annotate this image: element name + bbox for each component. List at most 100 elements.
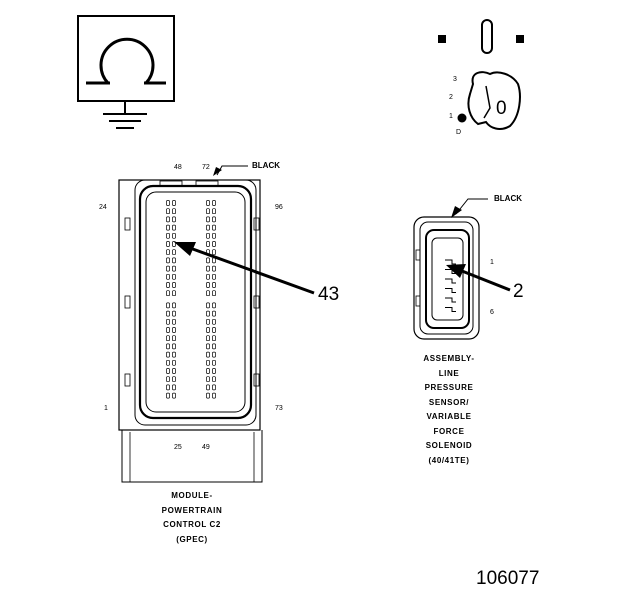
solenoid-terminal bbox=[445, 259, 456, 265]
pcm-caption-line: (GPEC) bbox=[176, 534, 208, 544]
pin-cavity bbox=[172, 200, 176, 206]
pin-cavity bbox=[172, 282, 176, 288]
pin-cavity bbox=[166, 392, 170, 399]
pin-cavity bbox=[166, 310, 170, 317]
pin-cavity bbox=[166, 216, 170, 223]
key-position-3: 3 bbox=[453, 76, 457, 83]
pin-cavity bbox=[172, 265, 176, 272]
solenoid-caption-line: LINE bbox=[438, 368, 460, 378]
pin-cavity bbox=[172, 224, 176, 231]
pin-cavity bbox=[172, 318, 176, 325]
pin-cavity bbox=[206, 216, 210, 223]
pin-cavity bbox=[206, 302, 210, 309]
pin-cavity bbox=[212, 249, 216, 256]
pin-cavity bbox=[166, 302, 170, 309]
pin-cavity bbox=[212, 273, 216, 280]
pin-cavity bbox=[166, 359, 170, 366]
pin-cavity bbox=[212, 318, 216, 325]
pin-cavity bbox=[206, 241, 210, 247]
pin-cavity bbox=[172, 310, 176, 317]
pin-cavity bbox=[166, 327, 170, 333]
pin-cavity bbox=[212, 392, 216, 399]
pin-cavity bbox=[212, 290, 216, 297]
pcm-caption: MODULE- POWERTRAIN CONTROL C2 (GPEC) bbox=[142, 489, 242, 547]
pin-cavity bbox=[212, 302, 216, 309]
solenoid-terminal bbox=[445, 269, 456, 274]
pin-cavity bbox=[172, 392, 176, 399]
pin-cavity bbox=[172, 216, 176, 223]
pin-cavity bbox=[206, 282, 210, 288]
pin-cavity bbox=[166, 241, 170, 247]
key-position-2: 2 bbox=[449, 94, 453, 101]
pin-cavity bbox=[206, 290, 210, 297]
pin-cavity bbox=[166, 343, 170, 350]
solenoid-terminal bbox=[445, 288, 456, 293]
pcm-pin-grid bbox=[166, 200, 216, 399]
pin-cavity bbox=[212, 368, 216, 374]
pin-cavity bbox=[172, 302, 176, 309]
pin-cavity bbox=[206, 392, 210, 399]
omega-ground-icon bbox=[77, 15, 175, 129]
pin-cavity bbox=[166, 376, 170, 383]
solenoid-caption-line: FORCE bbox=[433, 426, 465, 436]
pin-cavity bbox=[206, 257, 210, 264]
pin-cavity bbox=[212, 384, 216, 391]
pin-cavity bbox=[206, 335, 210, 342]
pin-cavity bbox=[206, 368, 210, 374]
figure-number: 106077 bbox=[476, 568, 540, 589]
pcm-pin-49: 49 bbox=[202, 444, 210, 451]
pin-cavity bbox=[212, 232, 216, 239]
pin-cavity bbox=[172, 241, 176, 247]
pin-cavity bbox=[206, 224, 210, 231]
pin-cavity bbox=[206, 327, 210, 333]
solenoid-pin-1: 1 bbox=[490, 259, 494, 266]
pin-cavity bbox=[166, 200, 170, 206]
pin-cavity bbox=[172, 249, 176, 256]
pin-cavity bbox=[212, 282, 216, 288]
solenoid-caption-line: (40/41TE) bbox=[428, 455, 470, 465]
solenoid-caption: ASSEMBLY- LINE PRESSURE SENSOR/ VARIABLE… bbox=[399, 352, 499, 468]
pin-cavity bbox=[172, 368, 176, 374]
pin-cavity bbox=[166, 368, 170, 374]
pin-cavity bbox=[172, 290, 176, 297]
solenoid-terminal bbox=[445, 307, 456, 312]
pcm-pin-96: 96 bbox=[275, 204, 283, 211]
pin-cavity bbox=[212, 200, 216, 206]
pin-cavity bbox=[166, 232, 170, 239]
pin-cavity bbox=[206, 376, 210, 383]
pin-cavity bbox=[206, 273, 210, 280]
solenoid-pin-grid bbox=[445, 259, 456, 312]
solenoid-connector: BLACK 1 6 2 bbox=[413, 194, 524, 340]
pin-cavity bbox=[172, 384, 176, 391]
pcm-caption-line: CONTROL C2 bbox=[163, 520, 221, 529]
pin-cavity bbox=[172, 376, 176, 383]
pin-cavity bbox=[212, 359, 216, 366]
solenoid-caption-line: SOLENOID bbox=[425, 441, 473, 450]
pin-cavity bbox=[166, 290, 170, 297]
pin-cavity bbox=[212, 351, 216, 358]
key-position-d: D bbox=[456, 129, 461, 136]
key-label: 0 bbox=[496, 98, 507, 119]
pin-cavity bbox=[172, 359, 176, 366]
solenoid-terminal bbox=[445, 297, 456, 303]
solenoid-pin-6: 6 bbox=[490, 309, 494, 316]
pin-cavity bbox=[212, 376, 216, 383]
solenoid-caption-line: ASSEMBLY- bbox=[423, 354, 475, 363]
solenoid-caption-line: PRESSURE bbox=[424, 383, 474, 392]
pin-cavity bbox=[172, 351, 176, 358]
key-position-1: 1 bbox=[449, 113, 453, 120]
pcm-pin-73: 73 bbox=[275, 405, 283, 412]
pin-cavity bbox=[172, 335, 176, 342]
pin-cavity bbox=[172, 343, 176, 350]
pin-cavity bbox=[206, 359, 210, 366]
pcm-pin-1: 1 bbox=[104, 405, 108, 412]
pin-cavity bbox=[172, 232, 176, 239]
pcm-pin-48: 48 bbox=[174, 164, 182, 171]
pin-cavity bbox=[172, 273, 176, 280]
pin-cavity bbox=[212, 241, 216, 247]
pin-cavity bbox=[172, 257, 176, 264]
pin-cavity bbox=[206, 232, 210, 239]
pin-cavity bbox=[166, 257, 170, 264]
solenoid-terminal bbox=[445, 278, 456, 284]
